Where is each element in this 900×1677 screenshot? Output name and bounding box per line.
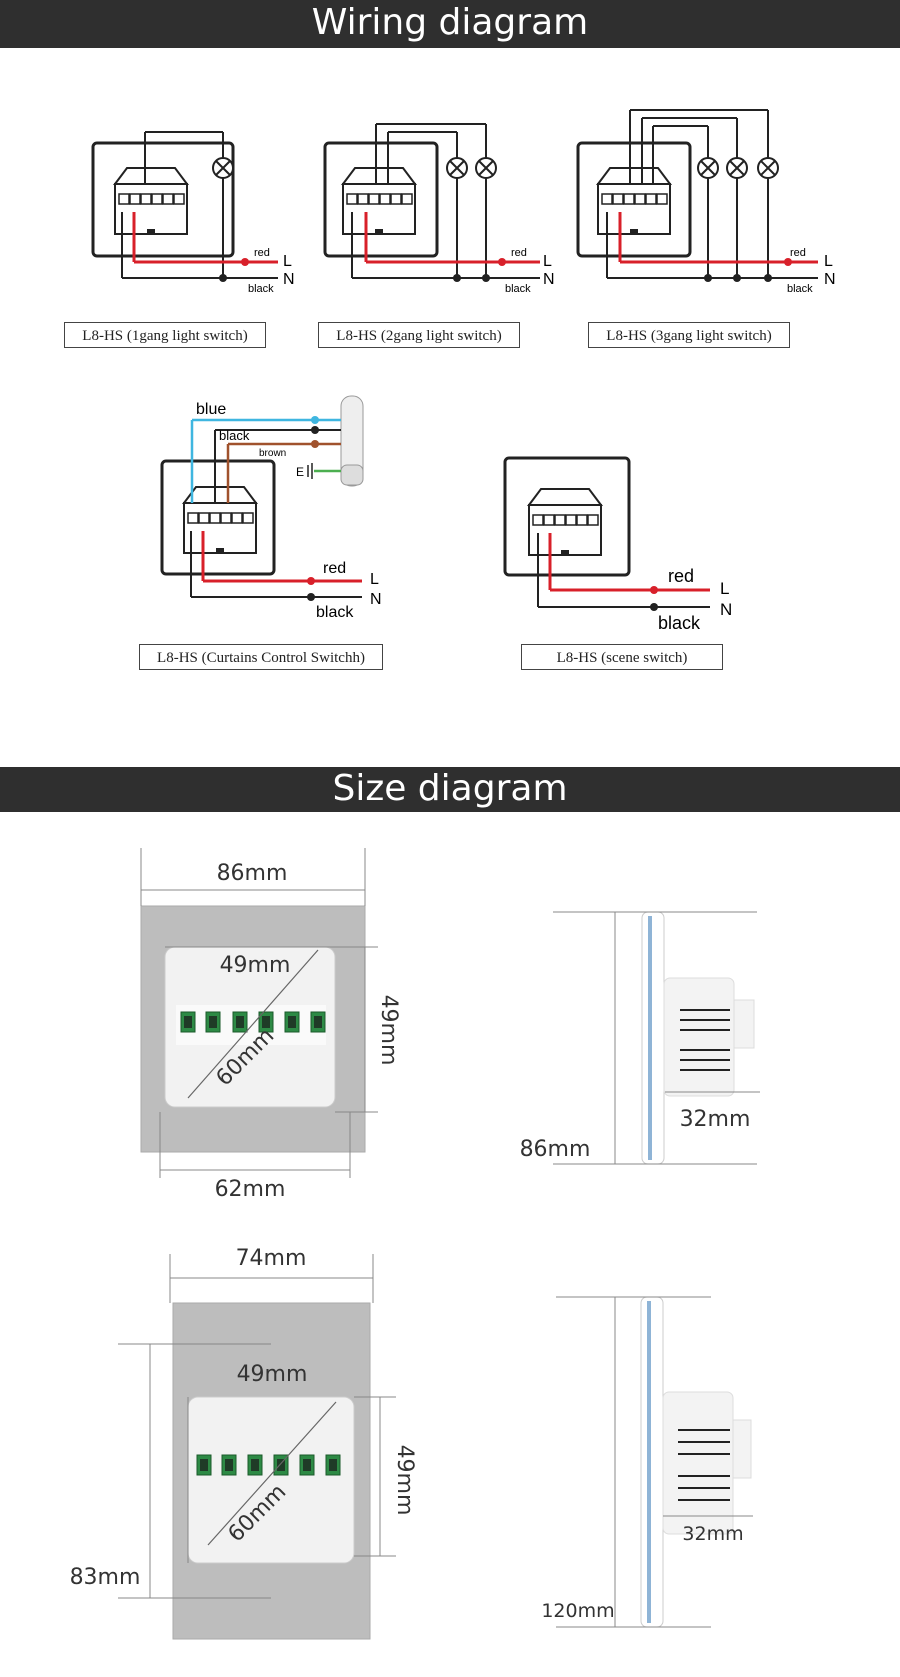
label-N: N: [283, 271, 295, 288]
size-diagram-banner: Size diagram: [0, 767, 900, 812]
size-eu-side: 86mm 32mm: [520, 911, 760, 1165]
size-us-front: 74mm 49mm 49mm 60mm 83mm: [70, 1246, 417, 1640]
label-red: red: [323, 560, 346, 577]
label-L: L: [370, 571, 379, 588]
caption-1gang: L8-HS (1gang light switch): [64, 322, 266, 348]
size-eu-front: 86mm 49mm 49mm 60mm 62mm: [140, 848, 401, 1202]
caption-3gang: L8-HS (3gang light switch): [588, 322, 790, 348]
dim-us-inner-height: 49mm: [392, 1445, 417, 1516]
wiring-curtain: E blue black brown red L black N: [160, 395, 382, 621]
wiring-3gang: red L black N: [576, 109, 836, 295]
wiring-2gang: red L black N: [323, 123, 555, 295]
dim-eu-inner-height: 49mm: [376, 995, 401, 1066]
label-blue: blue: [196, 401, 226, 418]
dim-us-side-depth: 32mm: [682, 1523, 743, 1545]
dim-eu-side-height: 86mm: [520, 1137, 591, 1162]
caption-2gang: L8-HS (2gang light switch): [318, 322, 520, 348]
label-red: red: [668, 566, 694, 586]
dim-eu-side-depth: 32mm: [680, 1107, 751, 1132]
dim-us-inner-width: 49mm: [237, 1362, 308, 1387]
label-N: N: [720, 600, 732, 619]
label-black: black: [505, 283, 531, 295]
label-brown: brown: [259, 448, 286, 459]
label-red: red: [790, 247, 806, 259]
label-L: L: [543, 253, 552, 270]
dim-us-mount: 83mm: [70, 1565, 141, 1590]
label-L: L: [824, 253, 833, 270]
label-red: red: [254, 247, 270, 259]
label-black: black: [248, 283, 274, 295]
dim-eu-width: 86mm: [217, 861, 288, 886]
wiring-scene: red L black N: [503, 456, 732, 633]
wiring-1gang: red L black N: [91, 131, 295, 295]
wiring-diagram-banner: Wiring diagram: [0, 0, 900, 48]
caption-scene: L8-HS (scene switch): [521, 644, 723, 670]
label-L: L: [720, 579, 729, 598]
size-us-side: 120mm 32mm: [541, 1296, 753, 1628]
label-N: N: [824, 271, 836, 288]
dim-eu-mount: 62mm: [215, 1177, 286, 1202]
label-N: N: [543, 271, 555, 288]
label-earth: E: [296, 465, 304, 479]
label-black: black: [219, 428, 250, 443]
label-red: red: [511, 247, 527, 259]
label-L: L: [283, 253, 292, 270]
dim-eu-inner-width: 49mm: [220, 953, 291, 978]
label-black: black: [658, 613, 701, 633]
dim-us-width: 74mm: [236, 1246, 307, 1271]
label-black: black: [316, 604, 354, 621]
caption-curtain: L8-HS (Curtains Control Switchh): [139, 644, 383, 670]
label-black: black: [787, 283, 813, 295]
label-N: N: [370, 591, 382, 608]
dim-us-side-height: 120mm: [541, 1600, 614, 1622]
